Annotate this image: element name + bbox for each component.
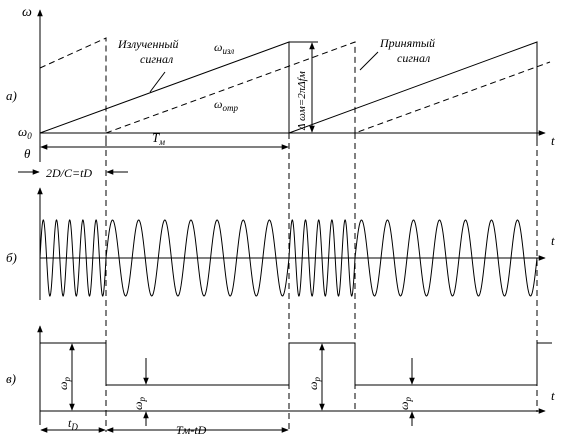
panel-c-label: в) <box>6 371 16 386</box>
panel-b: t б) <box>6 187 555 300</box>
panel-c: t в) ωр ωр ωр ωр tD Tм-tD <box>6 325 555 437</box>
omega-izl-label: ωизл <box>214 40 234 56</box>
td-label: tD <box>68 416 78 432</box>
received-pointer <box>359 51 379 71</box>
delay-label: 2D/C=tD <box>46 166 92 180</box>
beat-frequency-line <box>40 342 552 386</box>
received-label-line2: сигнал <box>397 51 430 65</box>
theta-label: θ <box>24 146 31 161</box>
panel-a-axis-t: t <box>551 133 555 148</box>
omega-p-label-4: ωр <box>397 397 413 410</box>
omega-p-label-1: ωр <box>56 377 72 390</box>
panel-c-axis-t: t <box>551 388 555 403</box>
deviation-label: Δ ωм=2πΔfм <box>296 71 308 131</box>
panel-a: ω t а) ω0 θ Излученный сигнал Принятый с… <box>6 5 555 180</box>
tm-td-label: Tм-tD <box>176 423 207 437</box>
panel-a-axis-omega: ω <box>22 5 32 20</box>
panel-b-axis-t: t <box>551 233 555 248</box>
panel-b-label: б) <box>6 250 17 265</box>
reflected-signal-line <box>105 41 551 134</box>
emitted-signal-dashed <box>39 37 107 140</box>
period-label: Tм <box>152 130 165 147</box>
received-label-line1: Принятый <box>379 36 435 50</box>
omega-p-label-2: ωр <box>131 397 147 410</box>
fm-signal-wave <box>39 219 538 297</box>
emitted-label-line2: сигнал <box>140 52 173 66</box>
omega-otr-label: ωотр <box>214 97 238 113</box>
emitted-label-line1: Излученный <box>117 37 179 51</box>
emitted-signal-line <box>39 41 538 140</box>
panel-a-label: а) <box>6 88 17 103</box>
omega-p-label-3: ωр <box>306 377 322 390</box>
omega0-label: ω0 <box>18 124 32 141</box>
emitted-pointer <box>149 71 166 93</box>
